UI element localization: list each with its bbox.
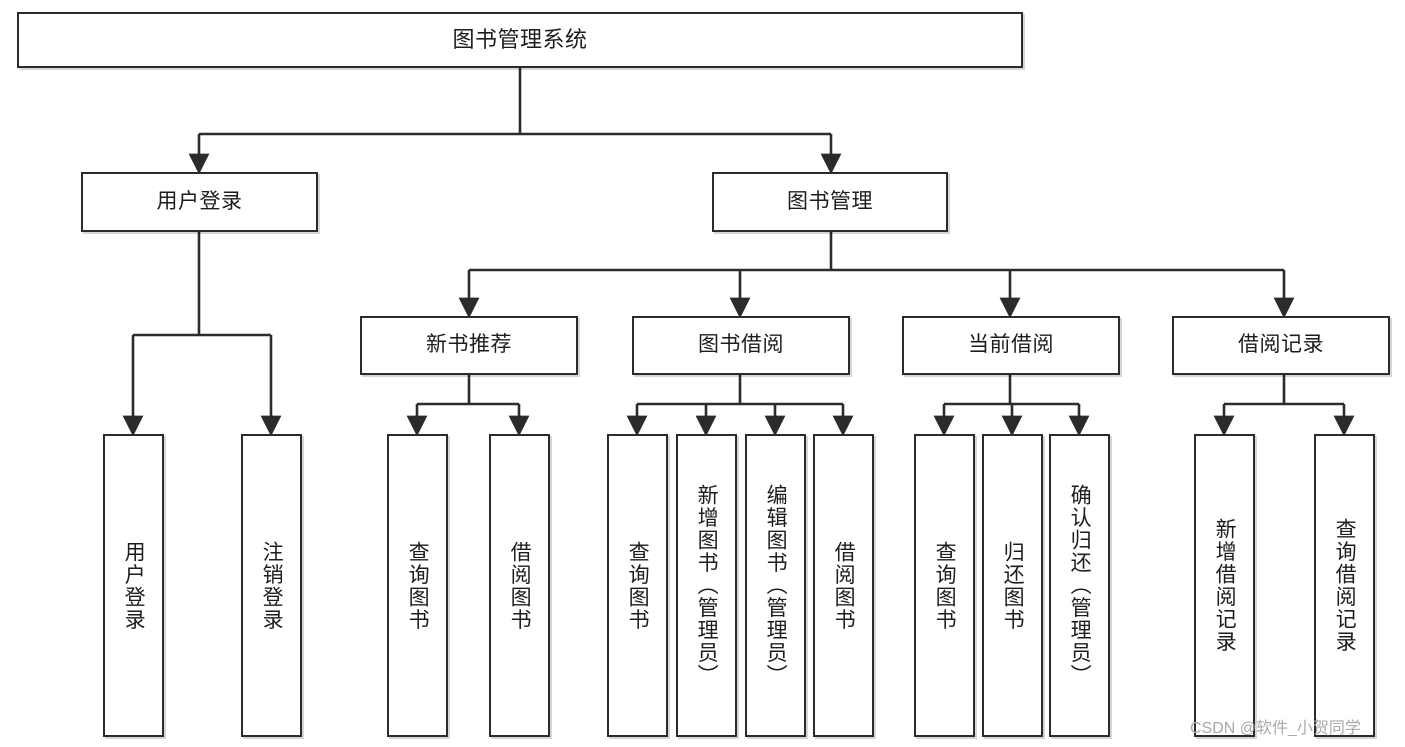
- node-leaf-borrow-book-1[interactable]: 借阅图书: [489, 434, 550, 737]
- node-leaf-add-book[interactable]: 新增图书（管理员）: [676, 434, 737, 737]
- node-leaf-query-record-label: 查询借阅记录: [1333, 518, 1357, 653]
- node-borrow-record[interactable]: 借阅记录: [1172, 316, 1390, 375]
- node-leaf-borrow-book-1-label: 借阅图书: [508, 540, 532, 631]
- node-current-borrow-label: 当前借阅: [968, 333, 1054, 357]
- node-root-label: 图书管理系统: [452, 27, 588, 53]
- node-leaf-query-book-1[interactable]: 查询图书: [387, 434, 448, 737]
- node-leaf-user-logout-label: 注销登录: [260, 540, 284, 631]
- node-book-borrow[interactable]: 图书借阅: [632, 316, 850, 375]
- node-book-management[interactable]: 图书管理: [712, 172, 948, 232]
- node-book-management-label: 图书管理: [787, 189, 873, 213]
- node-new-book-recommend-label: 新书推荐: [426, 333, 512, 357]
- node-root[interactable]: 图书管理系统: [17, 12, 1023, 68]
- node-leaf-query-book-3-label: 查询图书: [933, 540, 957, 631]
- node-leaf-add-book-label: 新增图书（管理员）: [695, 484, 719, 687]
- node-user-login[interactable]: 用户登录: [81, 172, 318, 232]
- node-leaf-confirm-return-label: 确认归还（管理员）: [1068, 484, 1092, 687]
- node-book-borrow-label: 图书借阅: [698, 333, 784, 357]
- node-borrow-record-label: 借阅记录: [1238, 333, 1324, 357]
- node-current-borrow[interactable]: 当前借阅: [902, 316, 1120, 375]
- node-leaf-user-login-label: 用户登录: [122, 540, 146, 631]
- node-leaf-return-book-label: 归还图书: [1001, 540, 1025, 631]
- node-leaf-query-book-2[interactable]: 查询图书: [607, 434, 668, 737]
- node-leaf-user-login[interactable]: 用户登录: [103, 434, 164, 737]
- node-leaf-borrow-book-2[interactable]: 借阅图书: [813, 434, 874, 737]
- node-leaf-query-book-2-label: 查询图书: [626, 540, 650, 631]
- node-new-book-recommend[interactable]: 新书推荐: [360, 316, 578, 375]
- node-leaf-query-record[interactable]: 查询借阅记录: [1314, 434, 1375, 737]
- node-leaf-add-record-label: 新增借阅记录: [1213, 518, 1237, 653]
- node-leaf-confirm-return[interactable]: 确认归还（管理员）: [1049, 434, 1110, 737]
- node-leaf-query-book-3[interactable]: 查询图书: [914, 434, 975, 737]
- node-leaf-query-book-1-label: 查询图书: [406, 540, 430, 631]
- node-leaf-edit-book-label: 编辑图书（管理员）: [764, 484, 788, 687]
- node-leaf-borrow-book-2-label: 借阅图书: [832, 540, 856, 631]
- node-leaf-return-book[interactable]: 归还图书: [982, 434, 1043, 737]
- node-leaf-edit-book[interactable]: 编辑图书（管理员）: [745, 434, 806, 737]
- node-leaf-user-logout[interactable]: 注销登录: [241, 434, 302, 737]
- node-user-login-label: 用户登录: [156, 189, 243, 213]
- node-leaf-add-record[interactable]: 新增借阅记录: [1194, 434, 1255, 737]
